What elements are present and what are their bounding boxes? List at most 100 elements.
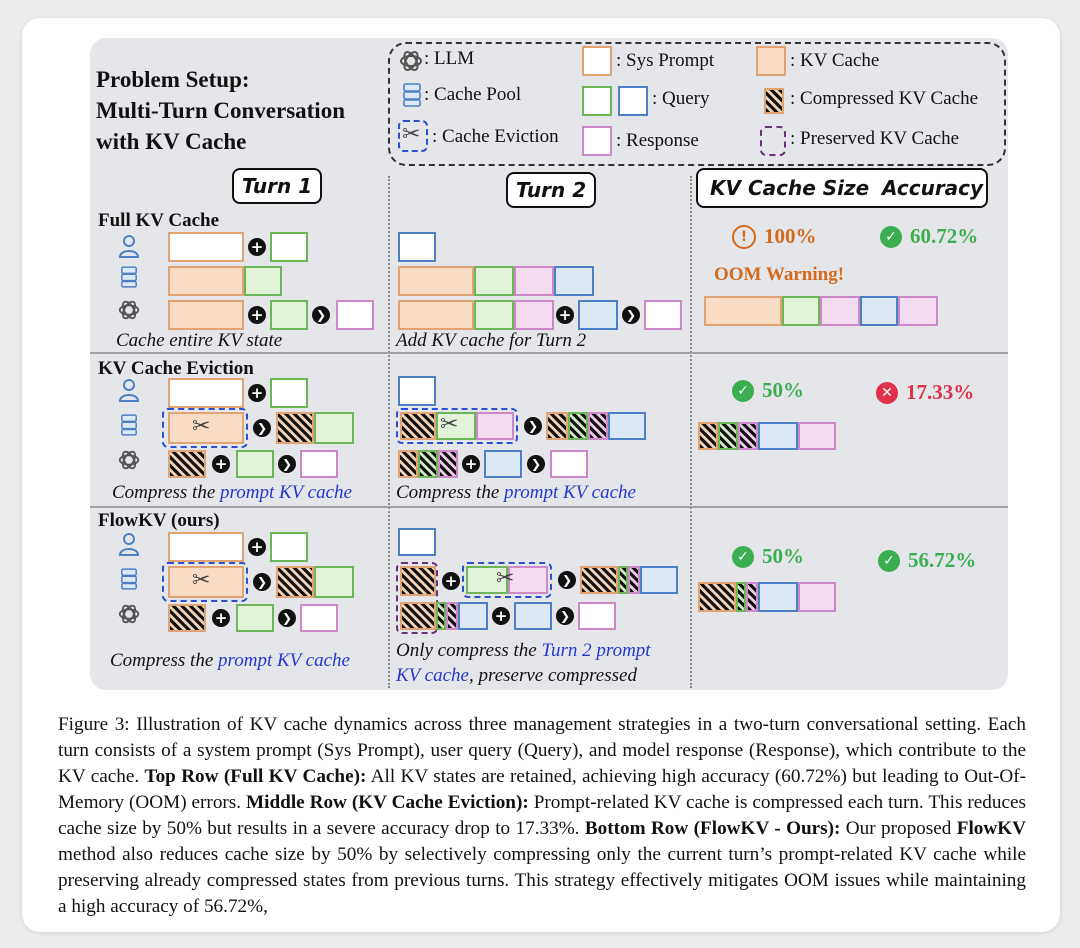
- eviction-frame: [396, 408, 518, 444]
- user-icon: [118, 533, 140, 556]
- compressed-kv-block: [400, 412, 436, 440]
- kv-sys-block: [398, 300, 474, 330]
- arrow-icon: ❯: [278, 455, 296, 473]
- response-block: [336, 300, 374, 330]
- caption-text: Figure 3: Illustration of KV cache dynam…: [58, 714, 1026, 787]
- compressed-kv-block: [698, 582, 736, 612]
- compressed-query-block: [418, 450, 438, 478]
- compressed-response-block: [446, 602, 458, 630]
- query-block: [398, 232, 436, 262]
- scissors-icon: ✂: [402, 122, 421, 147]
- response-block: [300, 450, 338, 478]
- plus-icon: +: [556, 306, 574, 324]
- plus-icon: +: [212, 455, 230, 473]
- caption-turn2: Compress the prompt KV cache: [396, 482, 636, 504]
- legend-swatch-kv-cache: [756, 46, 786, 76]
- kv-query-block: [782, 296, 820, 326]
- llm-icon: [400, 50, 422, 72]
- row-title-full: Full KV Cache: [98, 210, 220, 231]
- legend-sys-prompt: : Sys Prompt: [616, 50, 715, 71]
- caption-turn1: Compress the prompt KV cache: [110, 650, 350, 672]
- turn2-header: Turn 2: [506, 172, 596, 208]
- setup-title: Problem Setup: Multi-Turn Conversation w…: [96, 64, 345, 157]
- caption-bold: FlowKV: [956, 818, 1027, 839]
- kv-query2-block: [514, 602, 552, 630]
- kv-response-block: [798, 422, 836, 450]
- metrics-header: KV Cache Size Accuracy: [696, 168, 988, 208]
- check-icon: ✓: [732, 380, 754, 402]
- divider-turns: [388, 176, 390, 688]
- eviction-frame: [162, 562, 248, 602]
- query-block: [398, 376, 436, 406]
- scissors-icon: ✂: [192, 568, 211, 593]
- query-block: [270, 378, 308, 408]
- x-icon: ✕: [876, 382, 898, 404]
- scissors-icon: ✂: [440, 412, 459, 437]
- caption-turn1: Compress the prompt KV cache: [112, 482, 352, 504]
- legend-swatch-query-green: [582, 86, 612, 116]
- llm-icon: [118, 450, 140, 470]
- legend-swatch-query-blue: [618, 86, 648, 116]
- legend-swatch-compressed-kv: [764, 88, 784, 114]
- compressed-kv-block: [276, 566, 314, 598]
- plus-icon: +: [212, 609, 230, 627]
- caption-text: Our proposed: [840, 818, 957, 839]
- compressed-query-block: [718, 422, 738, 450]
- kv-query-block: [270, 300, 308, 330]
- scissors-icon: ✂: [496, 566, 515, 591]
- arrow-icon: ❯: [524, 417, 542, 435]
- legend-cache-pool: : Cache Pool: [424, 84, 522, 105]
- query-block: [270, 232, 308, 262]
- size-stat-flow: ✓50%: [732, 544, 804, 569]
- kv-query-block: [236, 604, 274, 632]
- kv-query2-block: [758, 422, 798, 450]
- caption-bold: Top Row (Full KV Cache):: [144, 766, 367, 787]
- kv-response-block: [476, 412, 514, 440]
- caption-bold: Middle Row (KV Cache Eviction):: [246, 792, 529, 813]
- kv-sys-block: [704, 296, 782, 326]
- compressed-kv-block: [400, 602, 436, 630]
- kv-query-block: [244, 266, 282, 296]
- legend-kv-cache: : KV Cache: [790, 50, 880, 71]
- caption-highlight: prompt KV cache: [220, 482, 352, 503]
- kv-query2-block: [860, 296, 898, 326]
- cache-pool-icon: [403, 83, 421, 107]
- kv-sys-block: [168, 412, 244, 444]
- row-title-flow: FlowKV (ours): [98, 510, 220, 531]
- kv-sys-block: [168, 300, 244, 330]
- kv-response-block: [898, 296, 938, 326]
- kv-sys-block: [168, 566, 244, 598]
- row-divider: [90, 352, 1008, 354]
- kv-query2-block: [554, 266, 594, 296]
- compressed-kv-block: [400, 566, 436, 596]
- compressed-kv-block: [580, 566, 618, 594]
- kv-query-block: [474, 266, 514, 296]
- size-value: 100%: [764, 224, 817, 248]
- kv-query-block: [436, 412, 476, 440]
- legend-swatch-sys-prompt: [582, 46, 612, 76]
- legend-swatch-preserved-kv: [760, 126, 786, 156]
- legend-llm: : LLM: [424, 48, 475, 69]
- caption-turn2: Only compress the Turn 2 prompt: [396, 640, 651, 662]
- compressed-query-block: [736, 582, 746, 612]
- scissors-icon: ✂: [192, 414, 211, 439]
- row-divider: [90, 506, 1008, 508]
- arrow-icon: ❯: [253, 419, 271, 437]
- response-block: [300, 604, 338, 632]
- compressed-response-block: [628, 566, 640, 594]
- kv-query2-block: [640, 566, 678, 594]
- setup-title-line: Multi-Turn Conversation: [96, 98, 345, 123]
- setup-title-line: Problem Setup:: [96, 67, 250, 92]
- turn1-header: Turn 1: [232, 168, 322, 204]
- compressed-query-block: [436, 602, 446, 630]
- compressed-query-block: [618, 566, 628, 594]
- check-icon: ✓: [880, 226, 902, 248]
- plus-icon: +: [248, 538, 266, 556]
- legend-compressed-kv: : Compressed KV Cache: [790, 88, 979, 109]
- kv-query-block: [314, 412, 354, 444]
- accuracy-value: 17.33%: [906, 380, 975, 404]
- caption-highlight: KV cache: [396, 665, 469, 686]
- figure-caption: Figure 3: Illustration of KV cache dynam…: [58, 712, 1026, 920]
- plus-icon: +: [248, 306, 266, 324]
- size-stat-full: !100%: [732, 224, 817, 249]
